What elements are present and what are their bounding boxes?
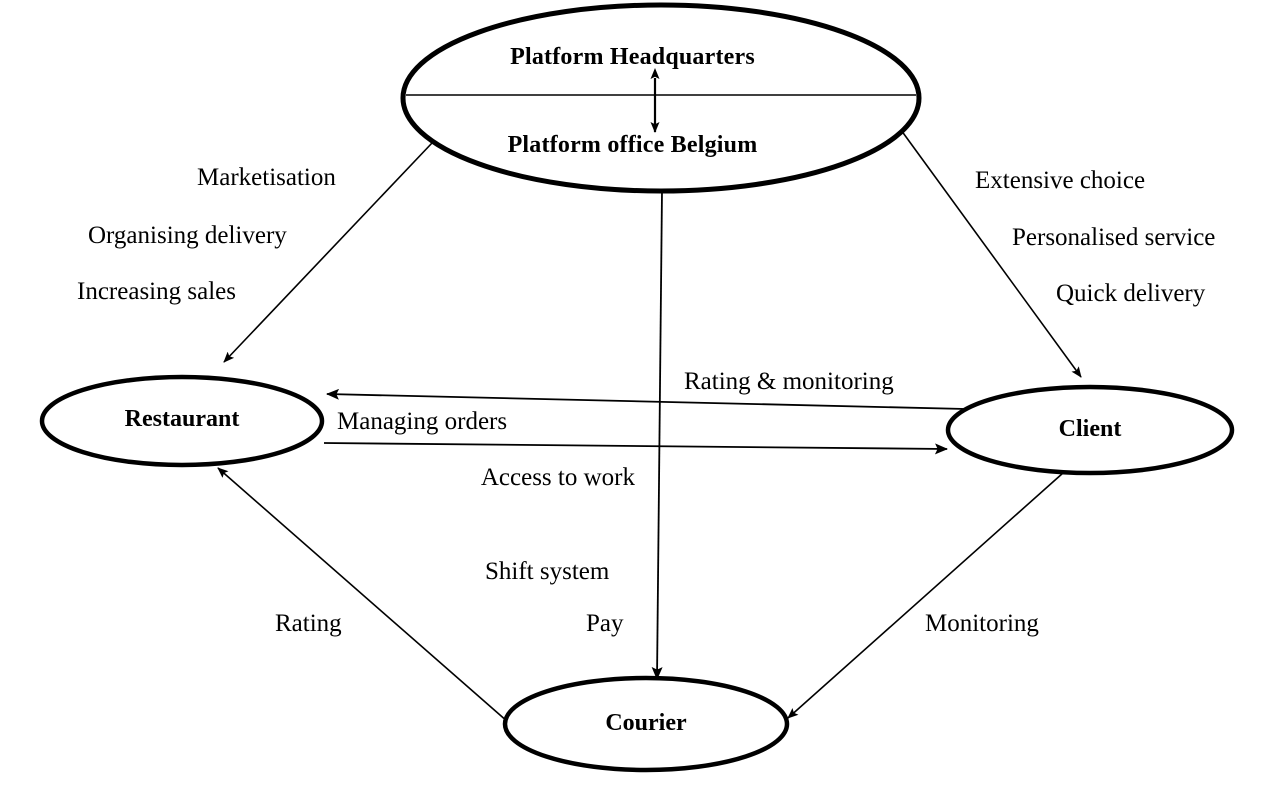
edge-label-managing-orders: Managing orders [337,408,508,435]
edge-client-to-courier [787,472,1064,719]
edge-label-monitoring: Monitoring [925,610,1039,637]
node-label-client: Client [1058,416,1122,442]
edge-label-marketisation: Marketisation [197,164,336,191]
node-client-ellipse[interactable] [945,384,1235,476]
edge-label-quick-delivery: Quick delivery [1056,280,1206,307]
node-restaurant-ellipse[interactable] [39,374,325,468]
node-label-restaurant: Restaurant [124,406,240,432]
edge-label-pay: Pay [586,610,624,637]
edge-platform-to-restaurant [223,142,433,363]
edge-label-personalised-service: Personalised service [1012,224,1216,251]
edge-label-rating: Rating [275,610,342,637]
edge-client-to-restaurant [326,388,967,410]
edge-courier-to-restaurant [217,467,509,723]
node-courier-ellipse[interactable] [502,675,790,773]
edge-restaurant-to-client [323,442,948,455]
edge-label-increasing-sales: Increasing sales [77,278,236,305]
edge-platform-to-client [900,129,1082,378]
node-label-courier: Courier [605,710,687,736]
edge-label-access-to-work: Access to work [480,464,635,491]
edge-label-organising-delivery: Organising delivery [88,222,287,249]
edge-label-shift-system: Shift system [485,558,610,585]
node-label-platform-headquarters: Platform Headquarters [510,44,755,70]
node-label-platform-office-belgium: Platform office Belgium [507,132,758,158]
edge-platform-to-courier [651,190,663,680]
node-platform-ellipse[interactable] [400,2,922,194]
edge-label-extensive-choice: Extensive choice [975,167,1146,194]
edge-label-rating-and-monitoring: Rating & monitoring [684,368,894,395]
